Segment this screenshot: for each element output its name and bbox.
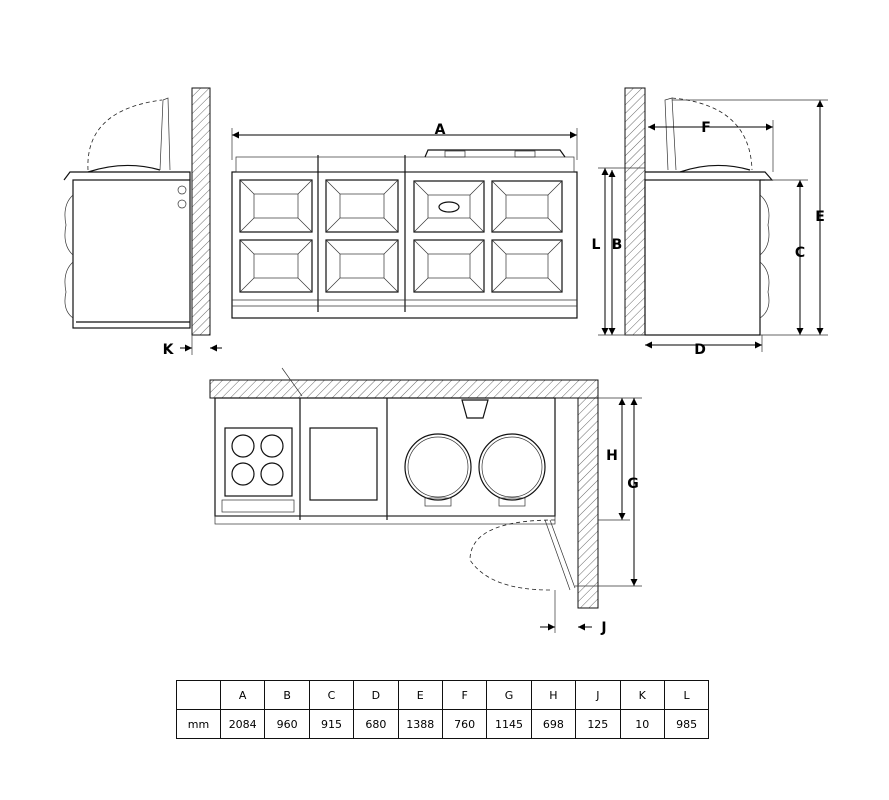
table-header-cell <box>176 680 221 710</box>
dimension-label-a: A <box>435 122 446 138</box>
front-view: A <box>231 122 578 319</box>
table-header-cell: G <box>486 680 532 710</box>
table-header-cell: D <box>353 680 399 710</box>
table-header-cell: L <box>663 680 710 710</box>
dimension-label-g: G <box>627 476 639 492</box>
dimension-label-e: E <box>815 209 825 225</box>
dimension-label-j: J <box>600 620 606 636</box>
dimension-label-f: F <box>701 120 711 136</box>
dimensions-table: A B C D E F G H J K L mm 2084 960 915 68… <box>176 680 710 739</box>
table-row: mm 2084 960 915 680 1388 760 1145 698 12… <box>176 709 710 739</box>
table-header-cell: J <box>575 680 621 710</box>
dimension-label-l: L <box>592 237 601 253</box>
table-cell: mm <box>176 709 221 739</box>
dimension-label-c: C <box>795 245 805 261</box>
table-cell: 125 <box>575 709 621 739</box>
table-header-row: A B C D E F G H J K L <box>176 680 710 710</box>
plan-view: H G J <box>209 367 642 636</box>
oven-doors <box>239 179 563 293</box>
right-side-view: L B F C E D <box>592 87 828 358</box>
table-cell: 760 <box>441 709 488 739</box>
brand-logo <box>438 201 460 213</box>
table-cell: 985 <box>663 709 710 739</box>
table-cell: 915 <box>308 709 355 739</box>
dimension-label-d: D <box>694 342 706 358</box>
table-header-cell: B <box>264 680 310 710</box>
table-cell: 1388 <box>397 709 443 739</box>
side-wall <box>577 397 599 609</box>
left-side-view: K <box>63 87 222 358</box>
table-cell: 680 <box>353 709 399 739</box>
table-header-cell: H <box>530 680 577 710</box>
table-cell: 2084 <box>219 709 266 739</box>
table-cell: 1145 <box>486 709 532 739</box>
dimension-label-h: H <box>606 448 618 464</box>
table-cell: 10 <box>619 709 665 739</box>
table-header-cell: A <box>219 680 266 710</box>
table-cell: 960 <box>264 709 310 739</box>
table-header-cell: E <box>397 680 443 710</box>
table-header-cell: F <box>441 680 488 710</box>
wall <box>624 87 646 336</box>
table-cell: 698 <box>530 709 577 739</box>
dimension-label-k: K <box>163 342 175 358</box>
wall <box>191 87 211 336</box>
rear-wall <box>209 379 599 399</box>
table-header-cell: C <box>308 680 355 710</box>
table-header-cell: K <box>619 680 665 710</box>
dimension-label-b: B <box>612 237 623 253</box>
